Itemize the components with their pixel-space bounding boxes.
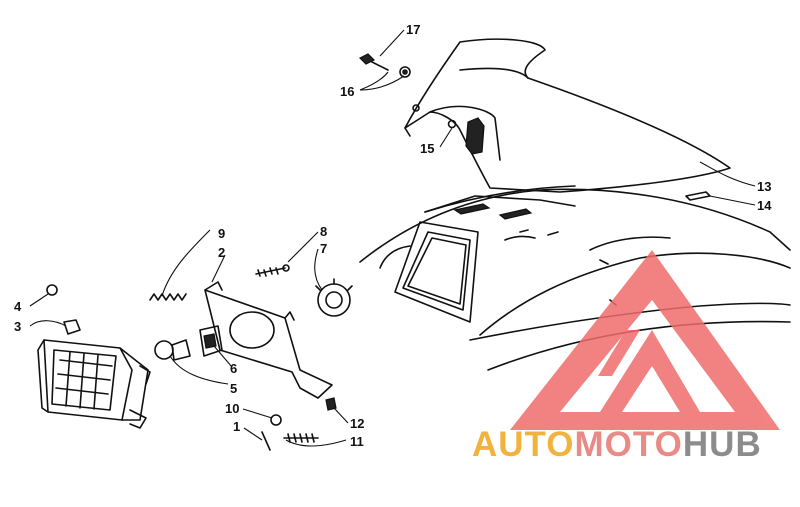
headlight-bracket xyxy=(204,281,333,399)
windshield-hardware xyxy=(358,53,711,201)
lower-hardware xyxy=(261,397,337,451)
watermark-logo xyxy=(510,250,780,430)
watermark-moto: MOTO xyxy=(575,425,683,464)
callout-6: 6 xyxy=(230,361,237,376)
callout-15: 15 xyxy=(420,141,434,156)
callout-9: 9 xyxy=(218,226,225,241)
svg-text:AUTOMOTOHUB: AUTOMOTOHUB xyxy=(472,425,762,464)
adjuster-knob xyxy=(315,278,353,317)
headlight-assembly xyxy=(37,319,151,429)
callout-3: 3 xyxy=(14,319,21,334)
callout-13: 13 xyxy=(757,179,771,194)
callout-4: 4 xyxy=(14,299,22,314)
callout-5: 5 xyxy=(230,381,237,396)
callout-17: 17 xyxy=(406,22,420,37)
callout-2: 2 xyxy=(218,245,225,260)
bulb-socket-spring xyxy=(46,264,290,361)
callout-7: 7 xyxy=(320,241,327,256)
watermark-auto: AUTO xyxy=(472,425,575,464)
windshield xyxy=(404,38,731,193)
logo-triangle-icon xyxy=(510,250,780,430)
callout-1: 1 xyxy=(233,419,240,434)
callout-8: 8 xyxy=(320,224,327,239)
callout-10: 10 xyxy=(225,401,239,416)
callout-labels: 1 2 3 4 5 6 7 8 9 10 11 12 13 14 15 16 1… xyxy=(14,22,772,449)
headlight-recess xyxy=(379,195,576,323)
callout-11: 11 xyxy=(350,434,364,449)
watermark-hub: HUB xyxy=(683,425,762,464)
leader-lines xyxy=(29,29,756,447)
hood-body xyxy=(359,185,791,371)
callout-16: 16 xyxy=(340,84,354,99)
callout-12: 12 xyxy=(350,416,364,431)
watermark-text: AUTOMOTOHUB xyxy=(472,425,762,464)
callout-14: 14 xyxy=(757,198,772,213)
